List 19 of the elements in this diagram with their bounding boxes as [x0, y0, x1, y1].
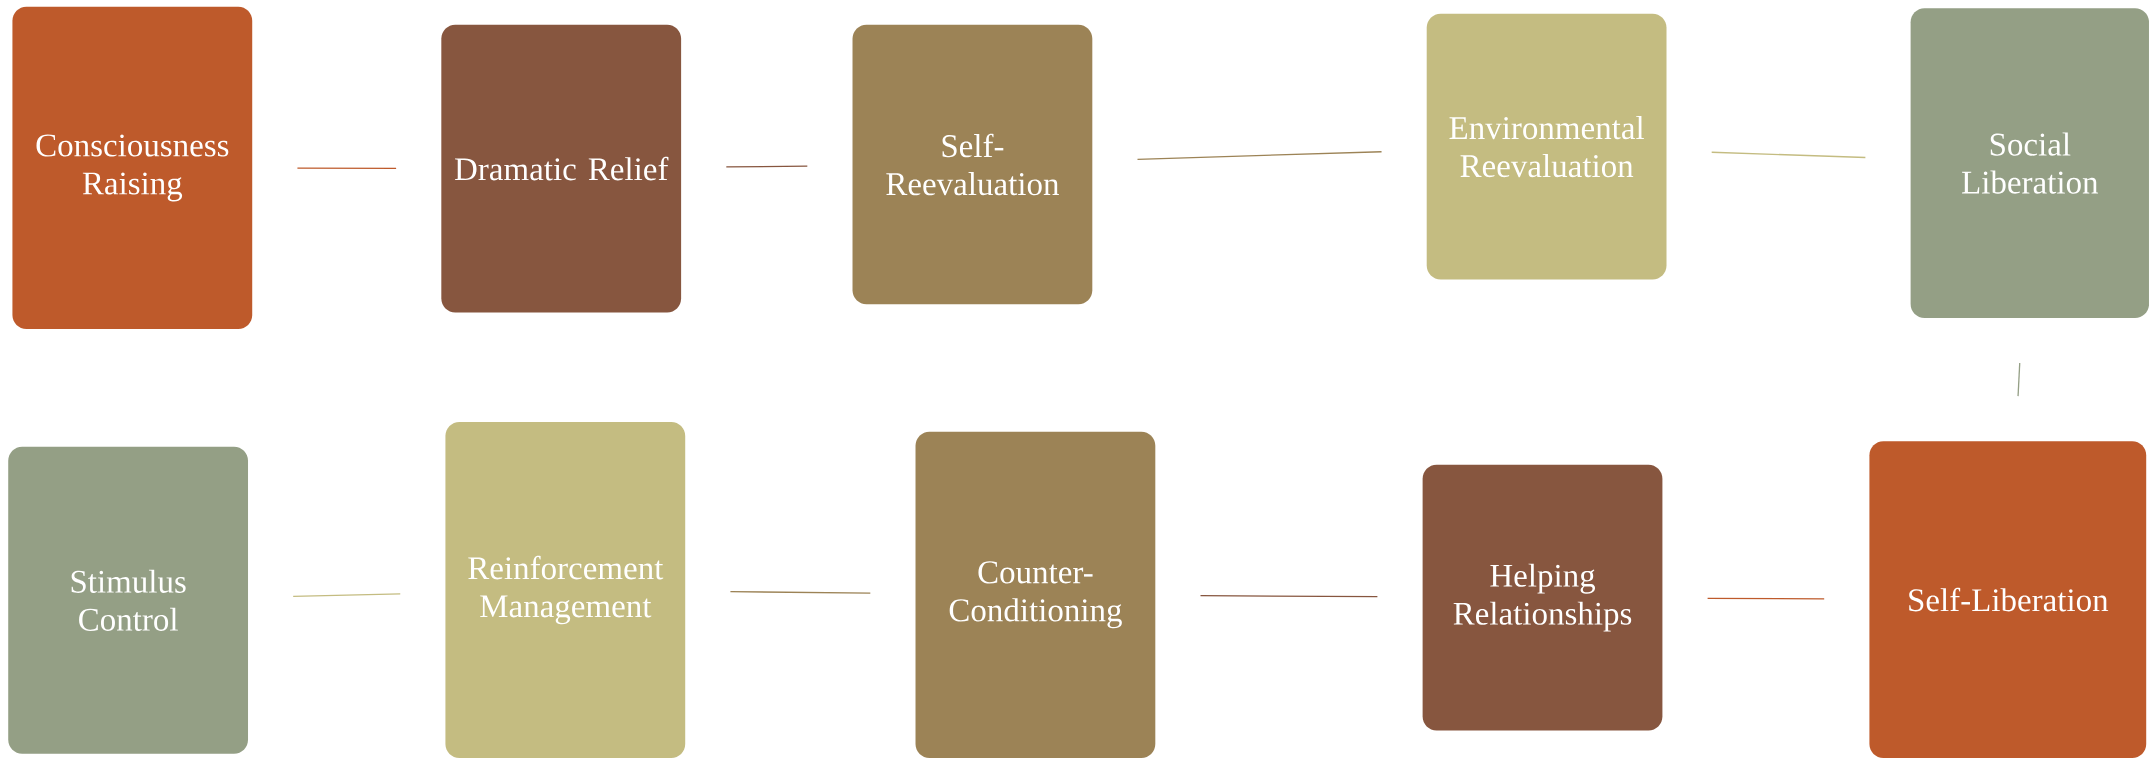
connector-line — [1711, 151, 1867, 159]
connector-line — [296, 167, 397, 169]
process-box: Social Liberation — [1910, 8, 2149, 318]
connector-line — [292, 593, 401, 598]
process-box: Helping Relationships — [1422, 464, 1663, 731]
process-box: Self-Liberation — [1869, 441, 2147, 758]
process-box: Stimulus Control — [8, 446, 248, 754]
connector-line — [725, 165, 808, 168]
process-box: Counter-Conditioning — [915, 431, 1156, 758]
connector-line — [1136, 151, 1383, 160]
process-box: Environmental Reevaluation — [1426, 13, 1667, 280]
process-box: Self-Reevaluation — [852, 24, 1093, 305]
process-box: Consciousness Raising — [12, 6, 253, 329]
connector-line — [2017, 362, 2021, 397]
connector-line — [1199, 595, 1379, 598]
connector-line — [1706, 597, 1825, 600]
process-box: Dramatic Relief — [441, 24, 682, 313]
connector-line — [729, 591, 871, 594]
process-box: Reinforcement Management — [445, 422, 686, 758]
